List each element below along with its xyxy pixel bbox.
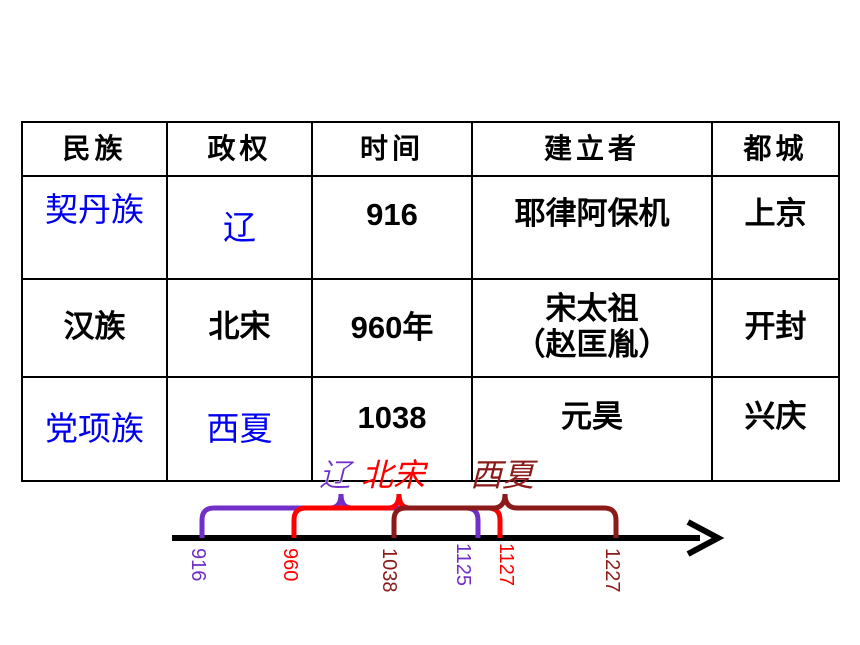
- cell-regime: 西夏: [166, 376, 313, 482]
- dynasty-timeline: 辽 北宋 西夏 916 960 1038 1125 1127 1227: [172, 456, 725, 593]
- header-regime: 政权: [166, 121, 313, 177]
- tick-1038: 1038: [378, 548, 400, 593]
- tick-916: 916: [187, 548, 209, 581]
- timeline-label-xixia: 西夏: [470, 456, 538, 494]
- founder-note: （赵匡胤）: [514, 327, 670, 363]
- cell-founder: 宋太祖 （赵匡胤）: [471, 278, 713, 378]
- xixia-bracket: [391, 493, 619, 538]
- table-header-row: 民族 政权 时间 建立者 都城: [21, 121, 840, 177]
- cell-capital: 上京: [711, 175, 840, 280]
- header-founder: 建立者: [471, 121, 713, 177]
- tick-1227: 1227: [601, 548, 623, 593]
- header-capital: 都城: [711, 121, 840, 177]
- timeline-label-song: 北宋: [361, 456, 429, 494]
- table-row: 契丹族 辽 916 耶律阿保机 上京: [21, 175, 840, 280]
- cell-ethnic: 党项族: [21, 376, 168, 482]
- cell-regime: 辽: [166, 175, 313, 280]
- timeline-label-liao: 辽: [319, 456, 355, 494]
- cell-capital: 开封: [711, 278, 840, 378]
- liao-bracket: [199, 493, 481, 538]
- cell-time: 916: [311, 175, 473, 280]
- cell-capital: 兴庆: [711, 376, 840, 482]
- cell-regime: 北宋: [166, 278, 313, 378]
- tick-960: 960: [279, 548, 301, 581]
- cell-ethnic: 汉族: [21, 278, 168, 378]
- header-time: 时间: [311, 121, 473, 177]
- tick-1125: 1125: [452, 543, 474, 586]
- cell-founder: 耶律阿保机: [471, 175, 713, 280]
- header-ethnic: 民族: [21, 121, 168, 177]
- cell-time: 1038: [311, 376, 473, 482]
- table-row: 汉族 北宋 960年 宋太祖 （赵匡胤） 开封: [21, 278, 840, 378]
- regime-table: 民族 政权 时间 建立者 都城 契丹族 辽 916 耶律阿保机 上京 汉族 北宋…: [21, 121, 840, 482]
- table-row: 党项族 西夏 1038 元昊 兴庆: [21, 376, 840, 482]
- timeline-arrowhead: [686, 519, 725, 557]
- cell-ethnic: 契丹族: [21, 175, 168, 280]
- cell-time: 960年: [311, 278, 473, 378]
- tick-1127: 1127: [495, 543, 517, 586]
- cell-founder: 元昊: [471, 376, 713, 482]
- founder-name: 宋太祖: [545, 291, 639, 328]
